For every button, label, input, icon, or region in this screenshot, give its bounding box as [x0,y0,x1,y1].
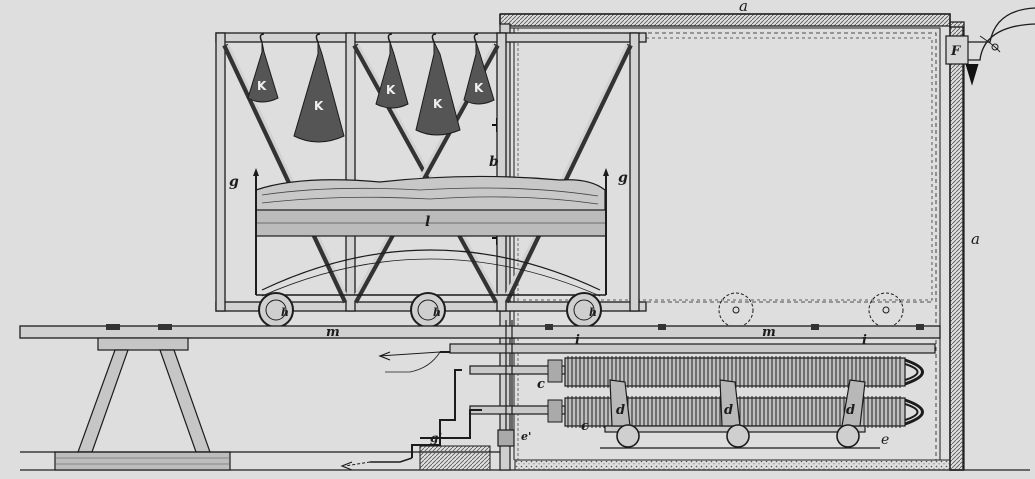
label-c-upper: c [537,377,545,392]
label-c-lower: c [581,419,589,434]
chamber-floor [514,459,951,471]
label-e-prime: e' [521,430,531,443]
label-e: e [881,432,889,448]
label-k-4: K [433,97,443,111]
label-f: F [950,44,961,59]
coil-trolley [600,379,880,449]
label-k-5: K [474,81,484,95]
bedding [253,168,609,297]
label-m-right: m [762,325,776,340]
chamber-roof-wall [499,13,951,27]
label-h-2: h [433,306,441,319]
label-d-mid: d [724,403,733,418]
label-a-top: a [739,0,748,15]
label-d-left: d [616,403,625,418]
label-h-1: h [281,306,289,319]
trestle [54,337,231,471]
label-h-3: h [589,306,597,319]
label-a-right: a [971,230,980,248]
label-i-right: i [862,333,867,348]
label-l: l [425,214,430,230]
chamber-right-wall [949,21,965,471]
car-wheels [258,292,932,328]
label-k-3: K [386,83,396,97]
label-d-right: d [846,403,855,418]
car-frame [215,32,647,312]
rail [19,324,941,339]
vent-pipe [945,7,1035,86]
label-m-left: m [326,325,340,340]
label-k-2: K [314,99,324,113]
figure-labels: a a b c c d d d e e' F g g h h h i i K K… [229,0,980,448]
label-valve: gᴵ [430,431,442,445]
label-b: b [489,154,499,170]
label-i-left: i [575,333,580,348]
label-g-right: g [618,170,628,186]
hanging-sacks [247,33,495,143]
label-g-left: g [229,174,239,190]
label-k-1: K [257,79,267,93]
